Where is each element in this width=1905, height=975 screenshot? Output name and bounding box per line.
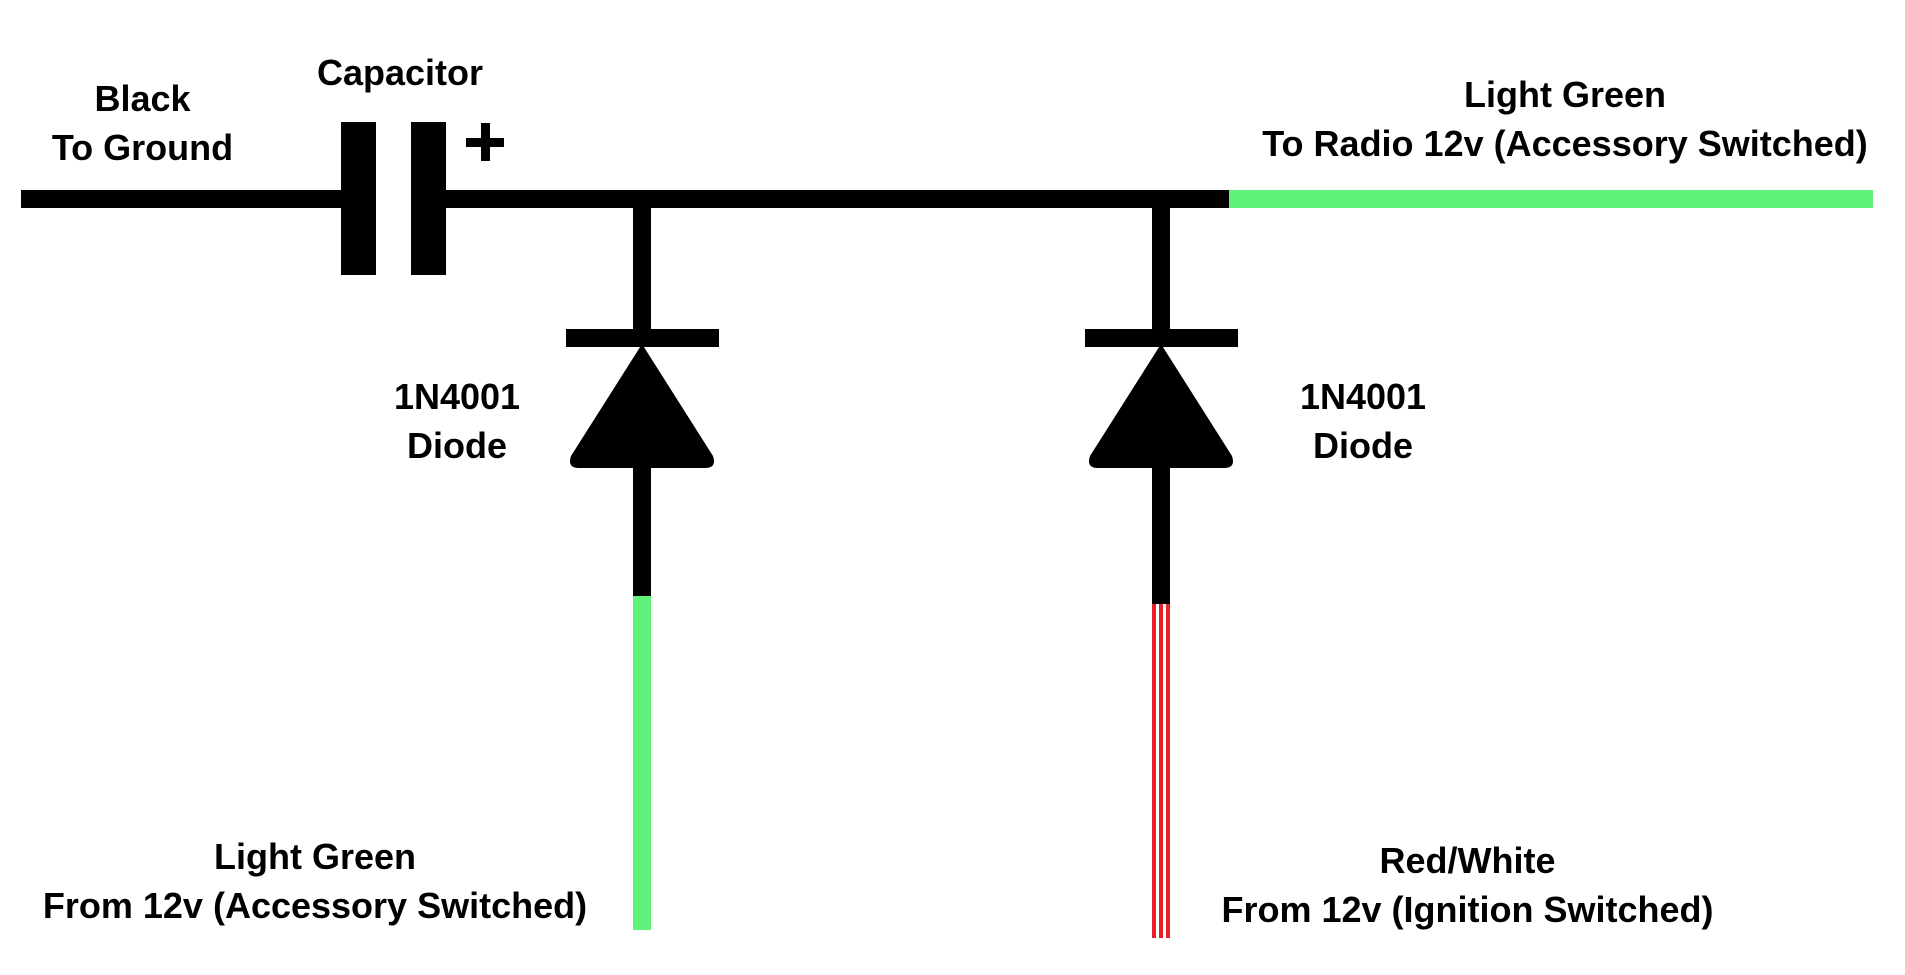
right-diode-triangle [1089, 344, 1233, 468]
capacitor-plate-positive [411, 122, 446, 275]
ground-label: Black To Ground [30, 74, 255, 172]
ignition-input-label-line2: From 12v (Ignition Switched) [1221, 889, 1714, 930]
left-diode-triangle [570, 344, 714, 468]
radio-output-label: Light Green To Radio 12v (Accessory Swit… [1230, 70, 1900, 168]
right-diode-label: 1N4001 Diode [1278, 372, 1448, 470]
accessory-input-label-line1: Light Green [213, 836, 416, 877]
radio-output-label-line1: Light Green [1463, 74, 1666, 115]
left-diode-cathode-bar [566, 329, 719, 347]
right-diode-lead-top [1152, 199, 1170, 339]
accessory-input-label-line2: From 12v (Accessory Switched) [42, 885, 588, 926]
radio-output-wire [1229, 190, 1873, 208]
ignition-input-wire [1152, 604, 1170, 938]
left-diode-label-line1: 1N4001 [393, 376, 521, 417]
left-diode-lead-top [633, 199, 651, 339]
radio-output-label-line2: To Radio 12v (Accessory Switched) [1262, 123, 1868, 164]
ground-wire [21, 190, 343, 208]
right-diode-label-line2: Diode [1312, 425, 1413, 466]
plus-icon [466, 123, 504, 161]
capacitor-label-title: Capacitor [316, 52, 484, 93]
ground-label-line2: To Ground [51, 127, 234, 168]
capacitor-label: Capacitor [290, 48, 510, 97]
ignition-input-label: Red/White From 12v (Ignition Switched) [1180, 836, 1755, 934]
ignition-input-label-line1: Red/White [1379, 840, 1556, 881]
main-bus-wire [444, 190, 1229, 208]
right-diode-lead-bottom [1152, 460, 1170, 606]
right-diode-cathode-bar [1085, 329, 1238, 347]
left-diode-label-line2: Diode [406, 425, 507, 466]
ground-label-line1: Black [94, 78, 191, 119]
accessory-input-wire [633, 596, 651, 930]
right-diode-label-line1: 1N4001 [1299, 376, 1427, 417]
left-diode-lead-bottom [633, 460, 651, 598]
accessory-input-label: Light Green From 12v (Accessory Switched… [10, 832, 620, 930]
left-diode-label: 1N4001 Diode [372, 372, 542, 470]
capacitor-plate-negative [341, 122, 376, 275]
